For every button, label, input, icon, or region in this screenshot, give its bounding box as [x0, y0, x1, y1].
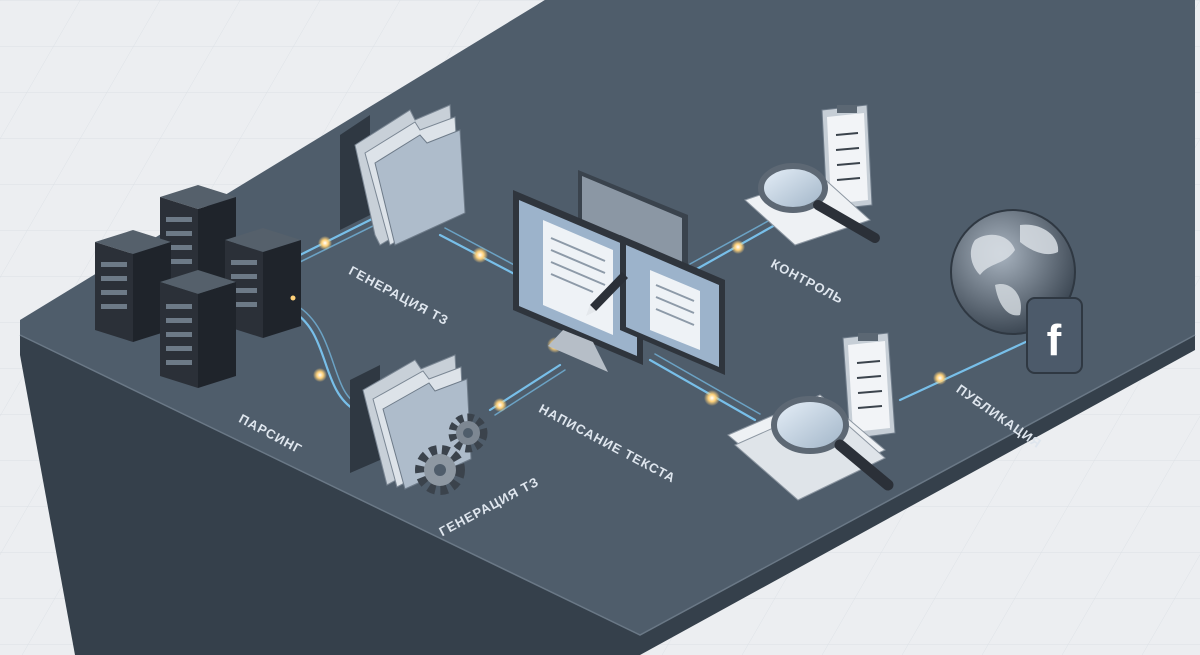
facebook-icon: f	[1026, 297, 1083, 374]
gear-icon	[415, 413, 488, 495]
magnifier-icon	[727, 394, 894, 501]
facebook-letter: f	[1047, 316, 1062, 365]
pen-icon	[586, 272, 628, 316]
clipboard-checklist-icon	[842, 332, 896, 440]
monitor-icon	[513, 170, 725, 375]
folder-stack-icon	[340, 104, 466, 246]
magnifier-icon	[744, 163, 880, 246]
server-rack-icon	[95, 185, 301, 388]
clipboard-checklist-icon	[821, 104, 873, 211]
